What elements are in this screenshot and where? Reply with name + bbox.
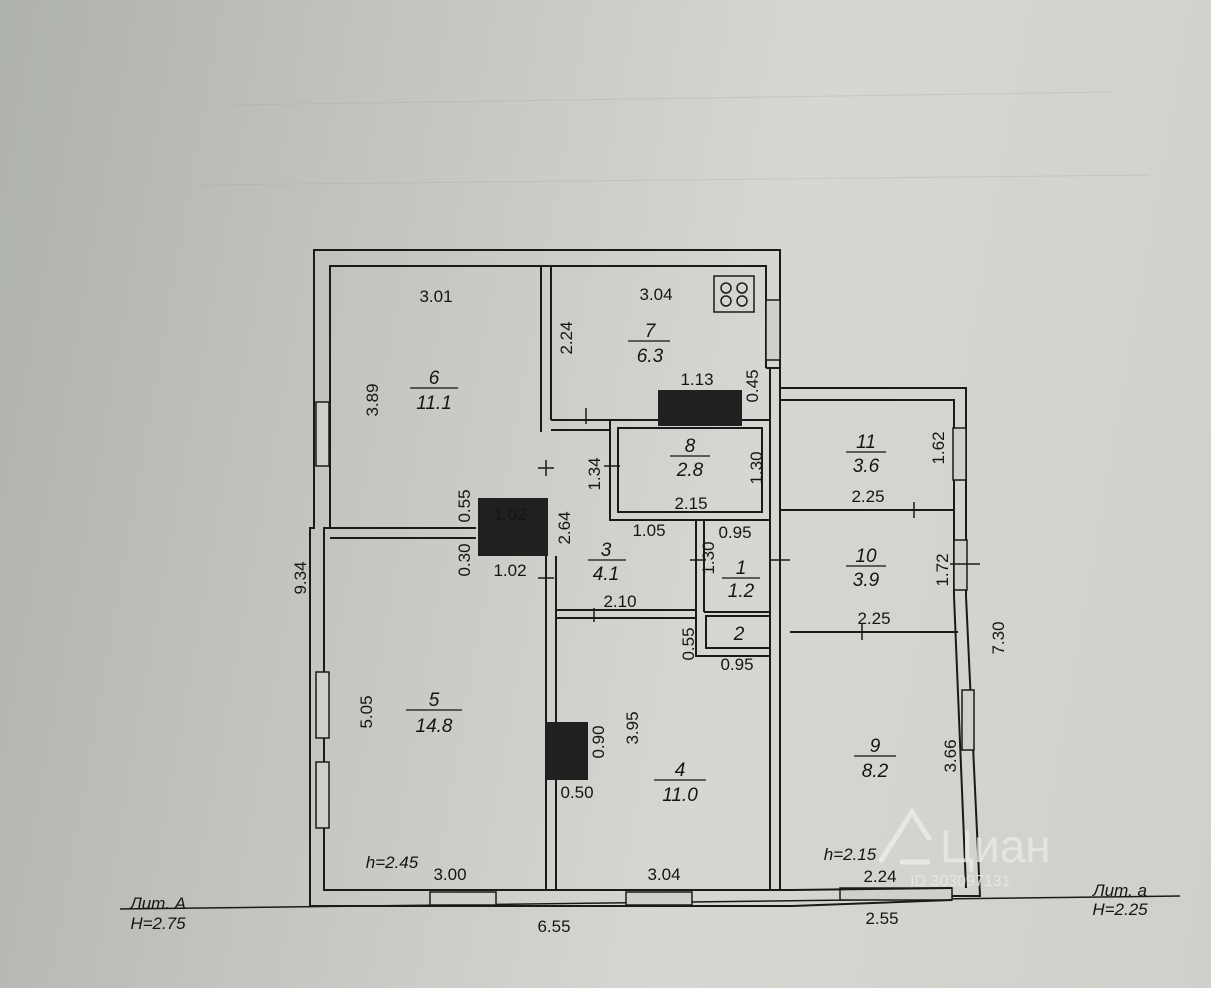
main-walls [309, 249, 792, 907]
room-10-area: 3.9 [853, 570, 880, 591]
litera-main: Лит. А H=2.75 [129, 894, 186, 933]
room-4-number: 4 [675, 760, 686, 781]
room-labels [406, 340, 896, 781]
dim-r8-width: 2.15 [674, 494, 707, 513]
dim-r10-width: 2.25 [857, 609, 890, 628]
height-main: h=2.45 [366, 853, 419, 872]
room-7-area: 6.3 [637, 346, 664, 367]
dim-r1-height: 1.30 [699, 541, 718, 574]
dim-total-height: 9.34 [291, 561, 310, 594]
masonry [478, 390, 742, 780]
room-6-area: 11.1 [416, 393, 452, 414]
room-9-number: 9 [870, 736, 881, 757]
room-10-number: 10 [855, 546, 877, 567]
dim-r7-height: 2.24 [557, 321, 576, 354]
cian-watermark: Циан ID 303097131 [877, 807, 1051, 890]
room-3-number: 3 [601, 540, 612, 561]
dim-total-width: 6.55 [537, 917, 570, 936]
litera-main-height: H=2.75 [130, 914, 186, 933]
litera-main-name: Лит. А [129, 894, 186, 913]
dim-chimney-030: 0.30 [455, 543, 474, 576]
litera-annex-name: Лит. а [1092, 881, 1147, 900]
dim-r6-width: 3.01 [419, 287, 452, 306]
annex-windows [952, 427, 975, 751]
dim-r5-height: 5.05 [357, 695, 376, 728]
cian-listing-id: ID 303097131 [910, 873, 1011, 890]
room-1-number: 1 [736, 558, 747, 579]
dim-r9-height: 3.66 [941, 739, 960, 772]
height-annex: h=2.15 [824, 845, 877, 864]
dim-r8-height-left: 1.34 [585, 457, 604, 490]
room-9-area: 8.2 [862, 761, 889, 782]
cian-logo-text: Циан [940, 820, 1051, 872]
dim-055-r2: 0.55 [679, 627, 698, 660]
dim-r10-height: 1.72 [933, 553, 952, 586]
room-8-number: 8 [685, 436, 696, 457]
dim-r5-width: 3.00 [433, 865, 466, 884]
door-ticks [538, 408, 790, 622]
room-4-area: 11.0 [662, 785, 698, 806]
dim-r11-width: 2.25 [851, 487, 884, 506]
dim-right-total: 7.30 [989, 621, 1008, 654]
dim-r3-height: 2.64 [555, 511, 574, 544]
sheet-ruling [199, 91, 1151, 186]
dim-chimney-bottom: 1.02 [493, 561, 526, 580]
stove-icon [713, 275, 755, 313]
room-6-number: 6 [429, 368, 440, 389]
dim-r6-height: 3.89 [363, 383, 382, 416]
room-11-area: 3.6 [853, 456, 880, 477]
litera-annex-height: H=2.25 [1092, 900, 1148, 919]
dim-r3-width: 2.10 [603, 592, 636, 611]
dim-chimney-055: 0.55 [455, 489, 474, 522]
annex-walls [780, 387, 982, 907]
dim-stove-090: 0.90 [589, 725, 608, 758]
dim-chimney-top: 1.02 [493, 505, 526, 524]
windows [315, 299, 953, 906]
room-8-area: 2.8 [676, 460, 704, 481]
dim-annex-width: 2.55 [865, 909, 898, 928]
dim-105: 1.05 [632, 521, 665, 540]
dim-r4-width: 3.04 [647, 865, 680, 884]
dim-r11-height: 1.62 [929, 431, 948, 464]
room-5-area: 14.8 [416, 716, 453, 737]
dim-045: 0.45 [743, 369, 762, 402]
room-1-area: 1.2 [728, 581, 755, 602]
dim-r8-height-right: 1.30 [747, 451, 766, 484]
cian-logo-icon [877, 807, 933, 865]
dim-r9-width: 2.24 [863, 867, 896, 886]
room-2-number: 2 [733, 624, 745, 645]
room-5-number: 5 [429, 690, 440, 711]
room-7-number: 7 [645, 321, 657, 342]
room-3-area: 4.1 [593, 564, 619, 585]
dim-stove-050: 0.50 [560, 783, 593, 802]
room-11-number: 11 [856, 432, 876, 453]
dim-113: 1.13 [680, 370, 713, 389]
dim-095-bottom: 0.95 [720, 655, 753, 674]
dim-r7-width: 3.04 [639, 285, 672, 304]
dim-r4-height: 3.95 [623, 711, 642, 744]
litera-annex: Лит. а H=2.25 [1092, 881, 1148, 919]
annex-door-ticks [861, 502, 980, 640]
dim-095-top: 0.95 [718, 523, 751, 542]
